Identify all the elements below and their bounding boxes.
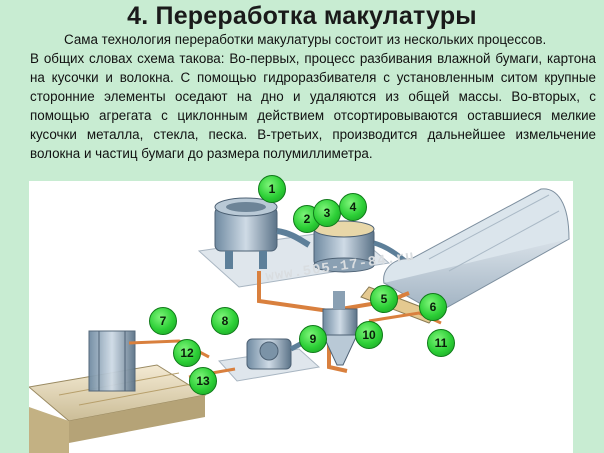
callout-13: 13 — [189, 367, 217, 395]
callout-7: 7 — [149, 307, 177, 335]
callout-6: 6 — [419, 293, 447, 321]
callout-11: 11 — [427, 329, 455, 357]
callout-1: 1 — [258, 175, 286, 203]
slide-title: 4. Переработка макулатуры — [127, 2, 477, 30]
process-paragraph: В общих словах схема такова: Во-первых, … — [30, 51, 596, 161]
refiner-unit — [188, 328, 327, 382]
cyclone-unit — [322, 291, 358, 366]
callout-5: 5 — [370, 285, 398, 313]
callout-9: 9 — [299, 325, 327, 353]
diagram-artwork — [29, 188, 571, 453]
recycling-diagram: www.505-17-84.ru 1 2 3 4 5 6 7 8 9 10 11… — [29, 175, 573, 453]
callout-10: 10 — [355, 321, 383, 349]
callout-8: 8 — [211, 307, 239, 335]
callout-4: 4 — [339, 193, 367, 221]
callout-3: 3 — [313, 199, 341, 227]
hydropulper-unit — [214, 197, 311, 269]
paper-machine — [29, 330, 210, 453]
body-text: Сама технология переработки макулатуры с… — [30, 30, 596, 163]
callout-12: 12 — [173, 339, 201, 367]
intro-paragraph: Сама технология переработки макулатуры с… — [64, 32, 547, 47]
tunnel-dryer — [360, 188, 571, 324]
